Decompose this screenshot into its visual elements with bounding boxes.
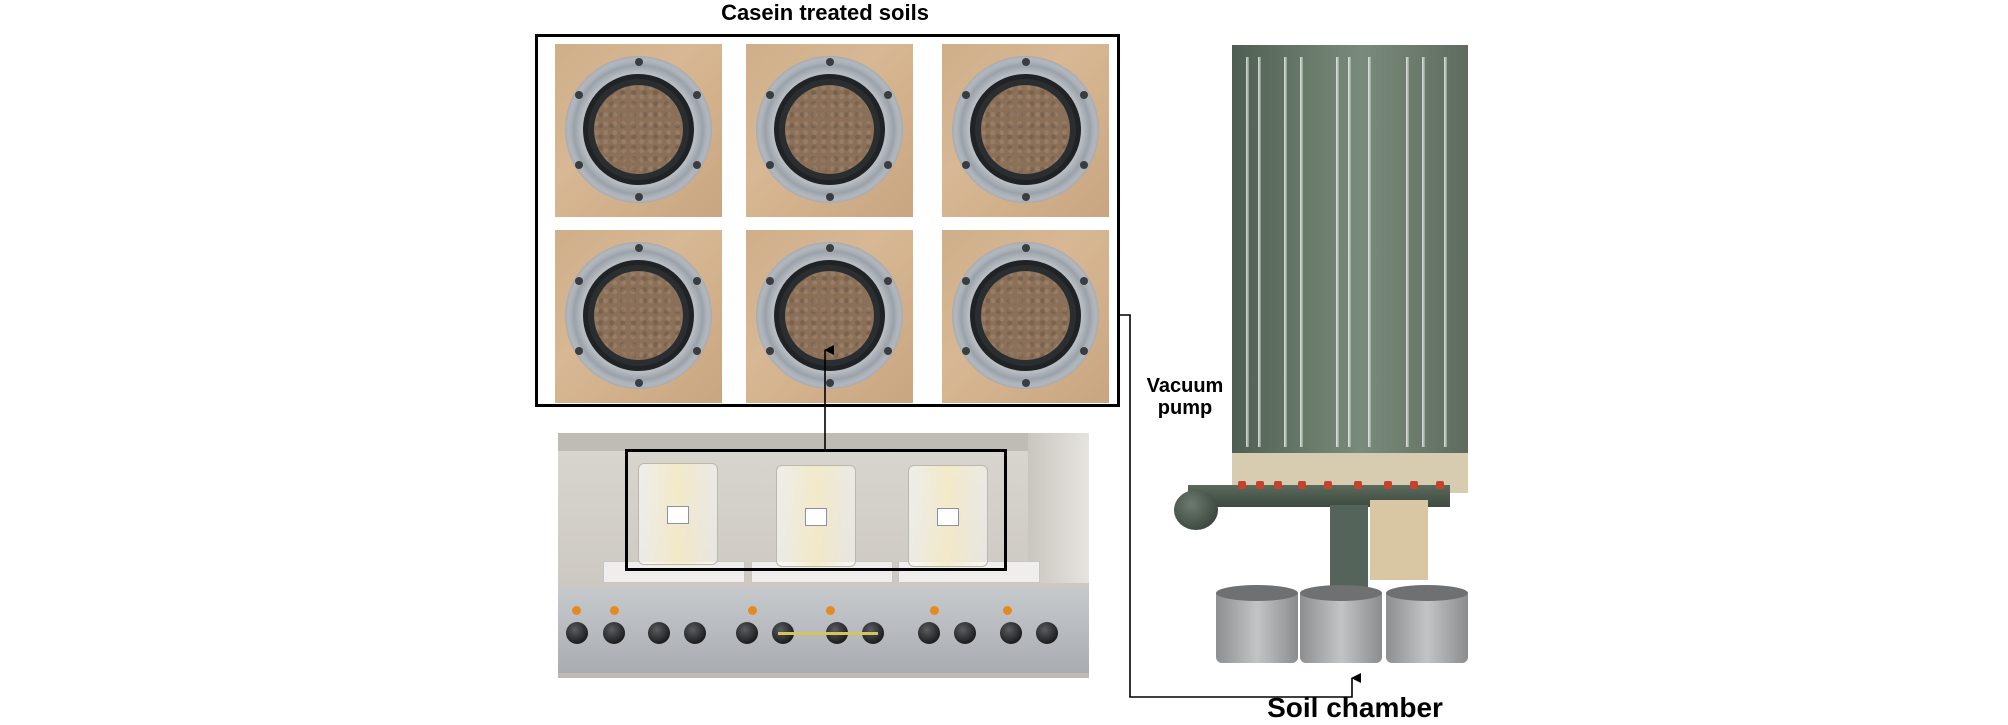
samples-to-chamber-connector [1120,314,1361,698]
vacuum-pump [1174,490,1218,530]
soil-jar [1216,585,1298,663]
sample-photo [746,230,913,403]
beaker [776,465,856,567]
soil-jar [1386,585,1468,663]
figure-title: Casein treated soils [721,0,929,25]
soil-column-apparatus-photo [1148,45,1478,670]
soil-jar [1300,585,1382,663]
casein-samples-frame [535,34,1120,407]
sample-photo [942,230,1109,403]
sample-photo [942,44,1109,217]
sample-photo [555,230,722,403]
stirrer-photo [558,433,1089,678]
vacuum-pump-label: Vacuum pump [1146,375,1224,419]
stirrer-control-panel [558,588,1089,673]
sample-photo [555,44,722,217]
beaker [638,463,718,565]
beaker [908,465,988,567]
sample-photo [746,44,913,217]
beaker-highlight-frame [625,449,1007,571]
